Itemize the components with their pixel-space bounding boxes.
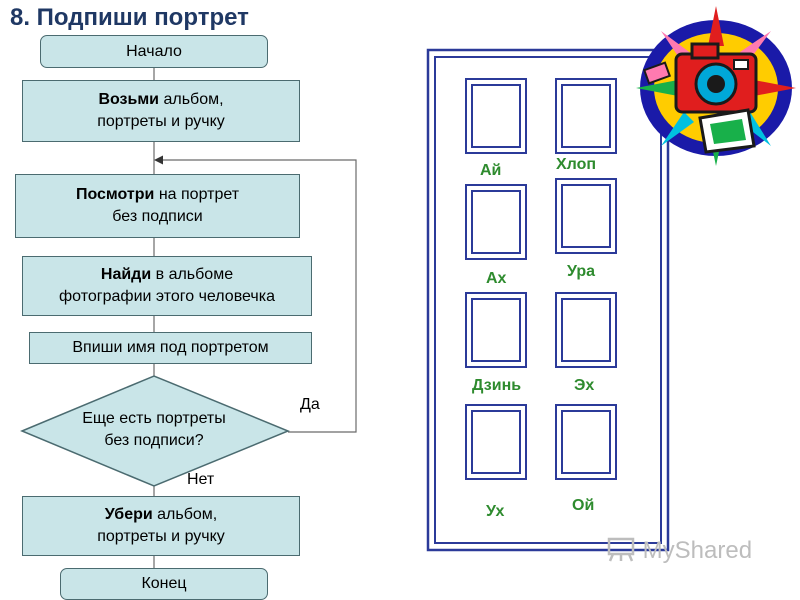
step-line2: фотографии этого человечка [59,288,275,305]
step-label: Впиши имя под портретом [72,339,269,356]
camera-clipart-icon [636,6,796,166]
step-write-name: Впиши имя под портретом [29,332,312,364]
start-label: Начало [126,42,182,60]
step-take-album: Возьми альбом, портреты и ручку [22,80,300,142]
end-label: Конец [141,575,187,592]
portrait-label: Ой [572,497,595,514]
step-verb: Посмотри [75,186,155,203]
step-verb: Убери [104,506,153,523]
portrait-frame[interactable] [465,404,527,480]
page-title: 8. Подпиши портрет [10,4,249,31]
step-line1: Убери альбом, [105,504,217,526]
album-border [426,48,670,552]
portrait-label: Дзинь [472,377,522,394]
portrait-frame[interactable] [465,184,527,260]
watermark: MyShared [606,536,752,565]
portrait-frame[interactable] [555,178,617,254]
step-line1: Посмотри на портрет [76,184,239,206]
loop-back-line [160,159,357,433]
step-verb: Найди [100,266,152,283]
end-terminal: Конец [60,568,268,600]
yes-label: Да [300,396,320,413]
decision-line1: Еще есть портреты [82,410,226,427]
step-text: в альбоме [151,266,234,283]
portrait-label: Ура [567,263,596,280]
step-look-portrait: Посмотри на портрет без подписи [15,174,300,238]
step-text: альбом, [159,91,224,108]
step-find-photos: Найди в альбоме фотографии этого человеч… [22,256,312,316]
portrait-frame[interactable] [465,292,527,368]
decision-line2: без подписи? [104,432,204,449]
portrait-frame[interactable] [555,292,617,368]
portrait-label: Ух [486,503,505,520]
portrait-frame[interactable] [555,78,617,154]
step-line1: Возьми альбом, [98,89,223,111]
step-line1: Найди в альбоме [101,264,233,286]
arrowhead [154,155,163,165]
presentation-board-icon [607,537,635,562]
portrait-frame[interactable] [555,404,617,480]
step-text: на портрет [154,186,240,203]
step-put-away: Убери альбом, портреты и ручку [22,496,300,556]
step-verb: Возьми [98,91,160,108]
watermark-text: MyShared [642,537,753,564]
step-line2: портреты и ручку [97,113,225,130]
decision-diamond [20,375,290,487]
start-terminal: Начало [40,35,268,68]
step-line2: портреты и ручку [97,528,225,545]
decision-text: Еще есть портреты без подписи? [60,404,248,456]
portrait-frame[interactable] [465,78,527,154]
no-label: Нет [187,471,215,488]
step-line2: без подписи [112,208,203,225]
portrait-label: Эх [574,377,595,394]
portrait-label: Хлоп [556,156,597,173]
portrait-label: Ах [486,270,507,287]
portrait-label: Ай [480,162,502,179]
step-text: альбом, [152,506,218,523]
